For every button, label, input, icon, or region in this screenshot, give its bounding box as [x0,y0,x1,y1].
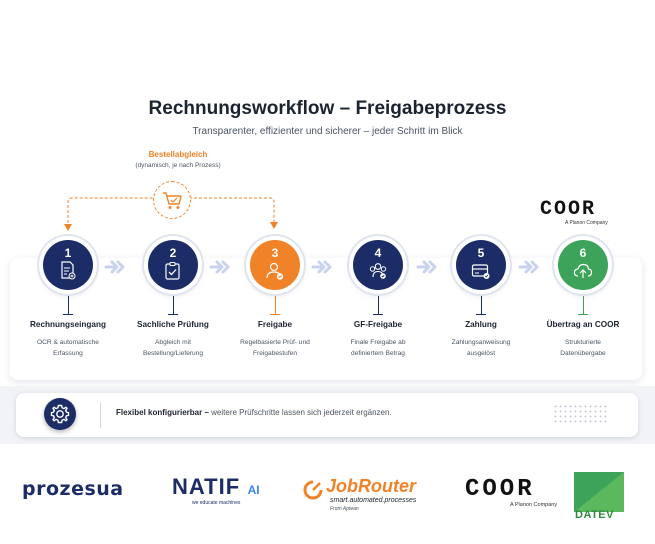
config-text-rest: weitere Prüfschritte lassen sich jederze… [208,408,392,417]
config-text-bold: Flexibel konfigurierbar – [116,408,209,417]
step-5-number: 5 [477,246,485,260]
step-1-circle: 1 [43,240,93,290]
step-4-dash [373,314,383,315]
step-4-number: 4 [374,246,382,260]
step-1-number: 1 [64,246,72,260]
process-panel [10,258,642,380]
step-6-desc-line2: Datenübergabe [560,350,606,357]
step-4-desc-line2: definiertem Betrag [351,350,405,357]
clipboard-check-icon [165,262,180,280]
bestellabgleich-sub: (dynamisch, je nach Prozess) [135,162,221,169]
step-1-stem [68,296,69,314]
step-4-desc-line1: Finale Freigabe ab [350,339,406,346]
step-2-label: Sachliche Prüfung [137,320,209,329]
jobrouter-from: From Aptean [330,506,359,512]
step-6-dash [578,314,588,315]
cart-icon [153,181,191,219]
natif-logo-text: NATIF [172,474,241,499]
step-1-desc-line2: Erfassung [53,350,83,357]
gear-icon [44,398,76,430]
credit-card-icon [471,264,490,279]
step-3-circle: 3 [250,240,300,290]
config-bar [16,393,638,437]
step-2-desc-line2: Bestellung/Lieferung [142,350,204,357]
step-5-desc-line2: ausgelöst [466,350,496,357]
bestellabgleich-connector [64,197,278,231]
datev-logo-text: DATEV [575,509,614,521]
jobrouter-tagline: smart.automated.processes [330,497,417,504]
step-6-number: 6 [579,246,587,260]
step-3-dash [270,314,280,315]
step-6-label: Übertrag an COOR [546,320,620,329]
bestellabgleich-label: Bestellabgleich [148,150,208,159]
step-2-circle: 2 [148,240,198,290]
step-6-desc-line1: Strukturierte [565,339,601,346]
step-5-dash [476,314,486,315]
step-5-desc-line1: Zahlungsanweisung [451,339,511,346]
step-3-label: Freigabe [257,320,293,329]
step-6-circle: 6 [558,240,608,290]
step-5-circle: 5 [456,240,506,290]
step-6-stem [583,296,584,314]
config-divider [100,402,101,428]
step-3-desc-line2: Freigabestufen [253,350,297,357]
invoice-icon [61,261,76,280]
step-5-label: Zahlung [465,320,497,329]
jobrouter-icon [303,480,323,500]
step-arrows [104,260,539,274]
step-4-label: GF-Freigabe [353,320,403,329]
step-4-stem [378,296,379,314]
step-2-stem [173,296,174,314]
page-subtitle: Transparenter, effizienter und sicherer … [192,126,463,137]
step-5-stem [481,296,482,314]
prozesua-logo: prozesua [22,478,124,500]
coor-logo-top: COOR [540,198,597,221]
datev-logo: DATEV [574,472,624,522]
natif-logo-tagline: we educate machines [192,500,241,506]
step-2-dash [168,314,178,315]
step-3-stem [275,296,276,314]
dot-pattern [553,404,609,424]
coor-logo-top-sub: A Planon Company [565,220,608,226]
users-icon [369,263,387,279]
step-1-label: Rechnungseingang [30,320,106,329]
step-1-desc-line1: OCR & automatische [37,339,99,346]
step-2-number: 2 [169,246,177,260]
coor-logo: COOR [465,476,535,503]
coor-logo-sub: A Planon Company [510,502,558,508]
step-3-desc-line1: Regelbasierte Prüf- und [240,339,310,346]
step-1-dash [63,314,73,315]
natif-logo: NATIF AI we educate machines [172,474,260,506]
step-4-circle: 4 [353,240,403,290]
step-3-number: 3 [271,246,279,260]
config-text: Flexibel konfigurierbar – weitere Prüfsc… [116,408,392,417]
jobrouter-logo: JobRouter [326,476,416,496]
natif-logo-ai: AI [247,483,260,497]
cloud-upload-icon [573,263,593,278]
page-title: Rechnungsworkflow – Freigabeprozess [148,98,507,119]
user-check-icon [266,262,284,280]
step-2-desc-line1: Abgleich mit [155,339,191,346]
